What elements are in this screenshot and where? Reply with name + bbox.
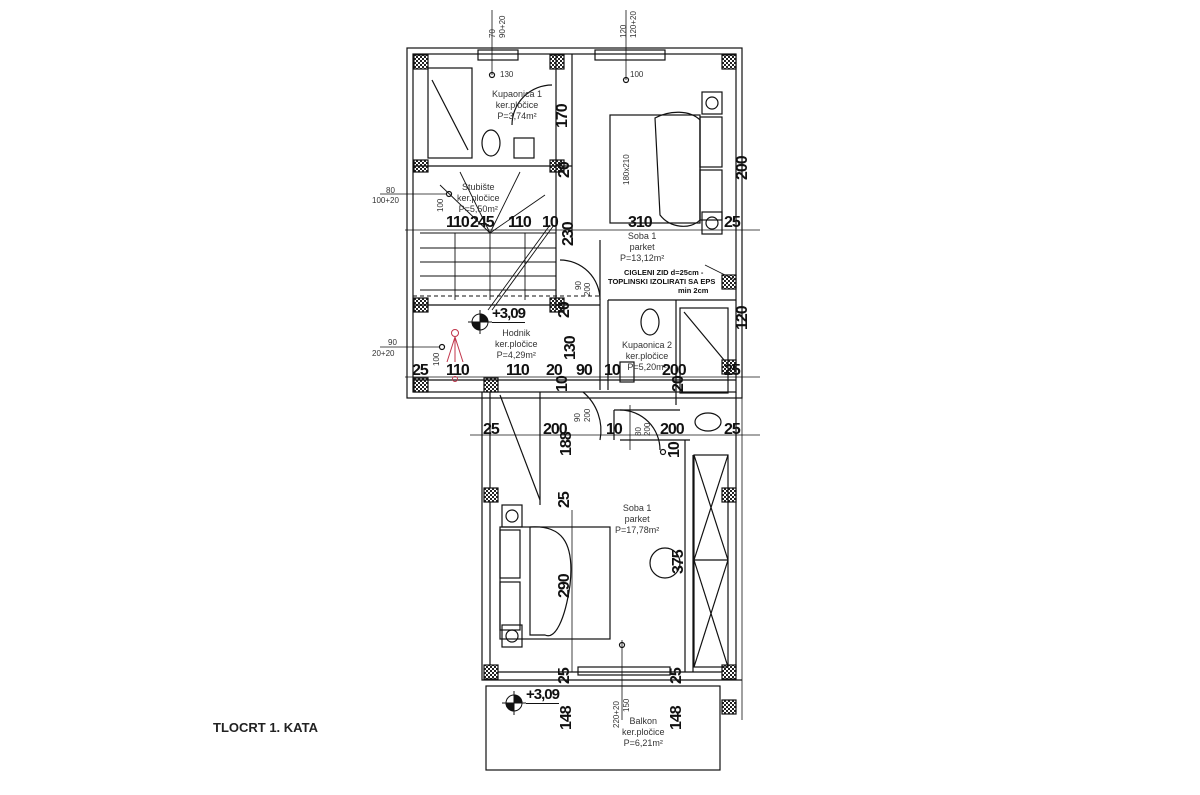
dim-200-row3-a: 200 <box>543 421 568 438</box>
dim-100: 100 <box>630 70 644 79</box>
room-label-soba-1-upper: Soba 1 parket P=13,12m² <box>620 231 664 264</box>
balcony-door-dim-220: 220+20 <box>612 701 621 728</box>
level-marker-hall: +3,09 <box>492 305 526 323</box>
room-finish: parket <box>629 242 655 252</box>
dim-20-vertical-b: 20 <box>556 302 573 318</box>
room-finish: ker.pločice <box>625 351 669 361</box>
stair-dim-100: 100 <box>436 198 445 212</box>
room-name: Kupaonica 1 <box>492 89 543 99</box>
dim-130: 130 <box>500 70 514 79</box>
dim-148-a: 148 <box>558 706 575 730</box>
dim-120-right: 120 <box>734 306 751 330</box>
room-area: P=17,78m² <box>615 525 660 535</box>
dim-170: 170 <box>554 104 571 128</box>
dim-20-hall: 20 <box>546 362 563 379</box>
room-finish: parket <box>624 514 650 524</box>
room-label-hodnik: Hodnik ker.pločice P=4,29m² <box>495 328 538 361</box>
room-finish: ker.pločice <box>622 727 665 737</box>
dim-110-hall-a: 110 <box>446 362 470 379</box>
level-marker-balcony: +3,09 <box>526 686 560 704</box>
dim-20-vertical-a: 20 <box>556 162 573 178</box>
room-name: Hodnik <box>502 328 531 338</box>
dim-200-row3-b: 200 <box>660 421 685 438</box>
dim-10-hall: 10 <box>604 362 621 379</box>
dim-25-right-a: 25 <box>724 214 741 231</box>
door-dim-90: 90 <box>574 281 583 290</box>
room-area: P=5,50m² <box>458 204 498 214</box>
room-label-stubiste: Stubište ker.pločice P=5,50m² <box>457 182 500 215</box>
dim-25-right-b: 25 <box>724 362 741 379</box>
dim-10-vertical-b: 10 <box>666 442 683 458</box>
room-name: Soba 1 <box>627 231 657 241</box>
dim-25-row3-right: 25 <box>724 421 741 438</box>
dim-25-bottom-a: 25 <box>556 668 573 684</box>
room-name: Stubište <box>462 182 495 192</box>
room-finish: ker.pločice <box>495 339 538 349</box>
room-name: Soba 1 <box>622 503 652 513</box>
room-label-kupaonica-2: Kupaonica 2 ker.pločice P=5,20m² <box>622 340 672 373</box>
dim-310: 310 <box>628 214 653 231</box>
note-line-2: TOPLINSKI IZOLIRATI SA EPS <box>608 277 716 286</box>
dim-110-hall-b: 110 <box>506 362 530 379</box>
dim-25-row3: 25 <box>483 421 500 438</box>
note-line-3: min 2cm <box>678 286 709 295</box>
window-dim-120: 120 <box>619 24 628 38</box>
hall-dim-100: 100 <box>432 352 441 366</box>
dim-20-bath2: 20 <box>670 376 687 392</box>
dim-245: 245 <box>470 214 495 231</box>
balcony-door-dim-150: 150 <box>622 698 631 712</box>
dim-25-vertical: 25 <box>556 492 573 508</box>
window-dim-70: 70 <box>488 29 497 38</box>
room-name: Kupaonica 2 <box>622 340 673 350</box>
dim-290: 290 <box>556 574 573 598</box>
dim-200-bath2: 200 <box>662 362 687 379</box>
window-dim-90: 90 <box>388 338 397 347</box>
dim-10-a: 10 <box>542 214 559 231</box>
window-dim-20-20: 20+20 <box>372 349 395 358</box>
room-finish: ker.pločice <box>457 193 500 203</box>
dim-375: 375 <box>670 550 687 574</box>
dim-200-right-a: 200 <box>734 156 751 180</box>
room-label-balkon: Balkon ker.pločice P=6,21m² <box>622 716 665 749</box>
window-dim-90-20: 90+20 <box>498 15 507 38</box>
dim-188: 188 <box>558 432 575 456</box>
room-label-kupaonica-1: Kupaonica 1 ker.pločice P=3,74m² <box>492 89 542 122</box>
window-dim-80: 80 <box>386 186 395 195</box>
door-dim-200-b: 200 <box>583 408 592 422</box>
window-dim-120-20: 120+20 <box>629 11 638 38</box>
bed-size-label: 180x210 <box>622 154 631 185</box>
dim-10-row3: 10 <box>606 421 623 438</box>
dim-10-vertical: 10 <box>554 376 571 392</box>
wall-insulation-note: CIGLENI ZID d=25cm - TOPLINSKI IZOLIRATI… <box>608 268 715 295</box>
dim-110-b: 110 <box>508 214 532 231</box>
door-dim-200-c: 200 <box>643 422 652 436</box>
dim-25-hall: 25 <box>412 362 429 379</box>
drawing-title: TLOCRT 1. KATA <box>213 720 318 735</box>
door-dim-200: 200 <box>583 282 592 296</box>
room-finish: ker.pločice <box>495 100 539 110</box>
room-area: P=3,74m² <box>497 111 537 121</box>
note-line-1: CIGLENI ZID d=25cm - <box>624 268 704 277</box>
door-dim-90-b: 90 <box>573 413 582 422</box>
room-name: Balkon <box>629 716 658 726</box>
door-dim-80: 80 <box>634 427 643 436</box>
room-area: P=5,20m² <box>627 362 667 372</box>
dim-230: 230 <box>560 222 577 246</box>
room-area: P=4,29m² <box>496 350 536 360</box>
dim-130: 130 <box>562 336 579 360</box>
room-label-soba-1-lower: Soba 1 parket P=17,78m² <box>615 503 659 536</box>
dim-148-b: 148 <box>668 706 685 730</box>
window-dim-100-20: 100+20 <box>372 196 399 205</box>
dim-90-hall: 90 <box>576 362 593 379</box>
dim-25-bottom-b: 25 <box>668 668 685 684</box>
room-area: P=13,12m² <box>620 253 665 263</box>
room-area: P=6,21m² <box>623 738 663 748</box>
dim-110-a: 110 <box>446 214 470 231</box>
